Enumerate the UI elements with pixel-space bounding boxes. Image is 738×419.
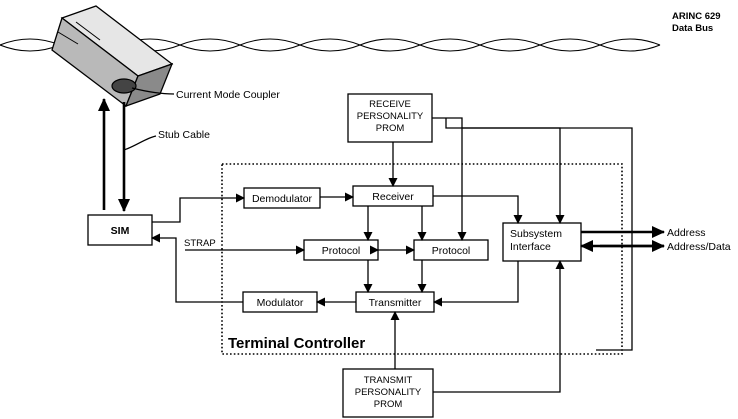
transmit-prom-line1: TRANSMIT [364,375,413,386]
receive-prom-line2: PERSONALITY [357,111,424,122]
receiver-label: Receiver [372,191,414,203]
coupler-device [51,5,174,108]
rx-prom-to-subsystem-arrow [445,118,565,224]
stub-cable-label: Stub Cable [158,129,210,141]
terminal-controller-boundary [221,163,623,355]
receiver-to-subsystem-arrow [433,195,523,224]
strap-label: STRAP [184,238,216,249]
rx-prom-to-protocol-arrow [432,117,467,241]
protocol-left-label: Protocol [322,245,361,257]
subsystem-line2: Interface [510,241,551,253]
bus-label-line1: ARINC 629 [672,11,721,22]
receive-prom-line3: PROM [376,123,405,134]
terminal-controller-label: Terminal Controller [228,335,365,352]
address-data-label: Address/Data [667,241,731,253]
receive-prom-line1: RECEIVE [369,99,411,110]
modulator-to-sim-arrow [151,233,243,303]
sim-label: SIM [111,225,130,237]
transmit-prom-box [342,368,434,418]
modulator-label: Modulator [257,297,304,309]
outer-loop-line [462,127,633,351]
sim-to-demodulator-arrow [152,193,245,223]
address-label: Address [667,227,706,239]
transmit-prom-line2: PERSONALITY [355,387,422,398]
transmitter-label: Transmitter [369,297,422,309]
protocol-right-label: Protocol [432,245,471,257]
coupler-label: Current Mode Coupler [176,89,280,101]
tx-prom-to-subsystem-arrow [433,260,565,393]
bus-label-line2: Data Bus [672,23,713,34]
subsystem-to-transmitter-arrow [433,261,519,307]
subsystem-line1: Subsystem [510,228,562,240]
transmit-prom-line3: PROM [374,399,403,410]
sim-box [87,214,153,246]
demodulator-label: Demodulator [252,193,313,205]
